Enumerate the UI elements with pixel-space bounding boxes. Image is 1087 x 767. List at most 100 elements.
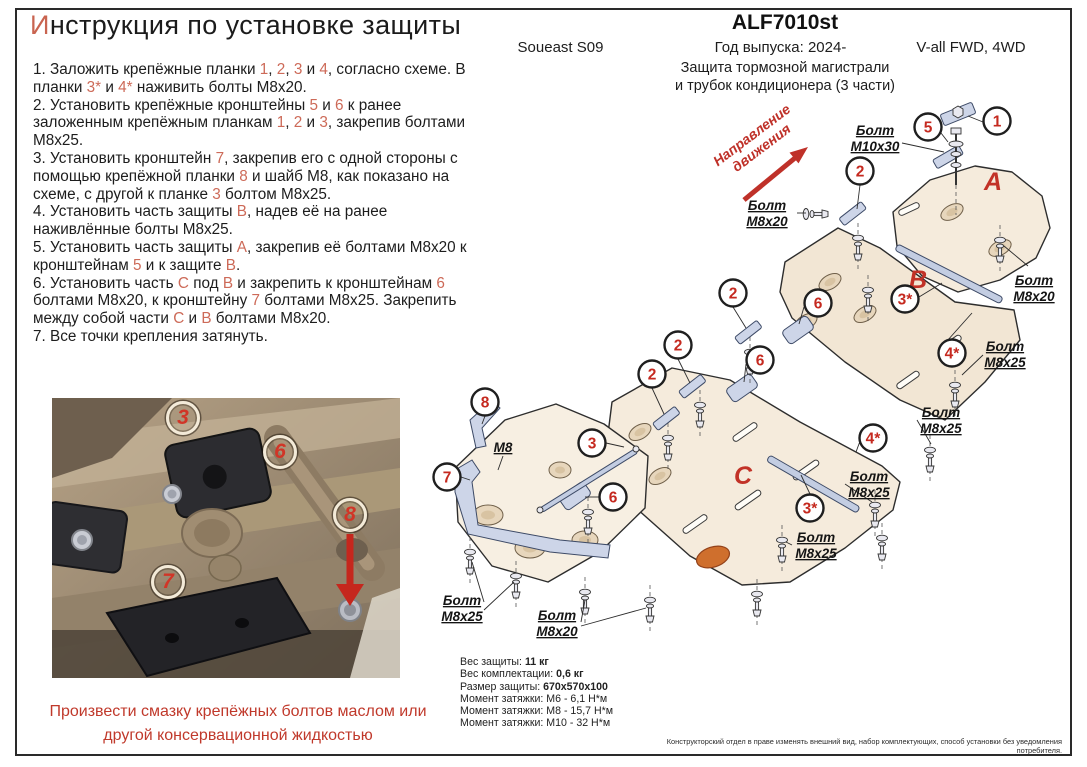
part-reference: 1: [276, 114, 286, 132]
part-reference: 8: [239, 167, 248, 185]
part-reference: 3*: [86, 78, 102, 96]
instruction-text: 2. Установить крепёжные кронштейны: [33, 96, 310, 114]
part-reference: 6: [436, 274, 445, 292]
instruction-text: болтами М8х20, к кронштейну: [33, 292, 252, 310]
photo-callout-7: 7: [151, 565, 185, 599]
photo-guard-plate: [105, 576, 312, 678]
rod-part3: [536, 445, 640, 514]
bolt-size-label: Болт: [856, 123, 894, 138]
bolt-size-label: M8x20: [536, 624, 578, 639]
instructions-list: 1. Заложить крепёжные планки 1, 2, 3 и 4…: [33, 61, 479, 346]
instruction-text: .: [236, 256, 241, 274]
part-reference: В: [236, 203, 247, 221]
bolt-size-label: Болт: [538, 608, 576, 623]
bolt-size-label: M8x25: [848, 485, 890, 500]
instruction-text: и шайб М8, как показано на схеме, с друг…: [33, 167, 450, 203]
photo-callout-3: 3: [166, 401, 200, 435]
spec-row: Момент затяжки: М10 - 32 Н*м: [460, 717, 613, 729]
instruction-text: наживить болты М8х20.: [132, 78, 307, 96]
diagram-callout-3: 3: [577, 428, 607, 458]
part-reference: 4: [319, 61, 328, 78]
part-reference: 2: [276, 61, 286, 78]
svg-text:7: 7: [443, 470, 452, 487]
bolt-size-label: Болт: [986, 339, 1024, 354]
part-reference: 3: [293, 61, 303, 78]
bolt-size-label: M8x25: [441, 609, 483, 624]
bolt-size-label: M8: [494, 440, 513, 455]
diagram-callout-6: 6: [803, 288, 833, 318]
part-reference: С: [177, 274, 189, 292]
svg-text:6: 6: [814, 296, 823, 313]
instruction-text: , надев её на ранее наживлённые болты М8…: [33, 203, 388, 239]
drivetrain-spec: V-all FWD, 4WD: [916, 39, 1026, 56]
diagram-callout-8: 8: [470, 387, 500, 417]
title-rest: нструкция по установке защиты: [49, 10, 462, 40]
manufacturer-disclaimer: Конструкторский отдел в праве изменять в…: [666, 737, 1062, 755]
spec-value: 670х570х100: [543, 680, 608, 693]
part-reference: 5: [309, 96, 318, 114]
svg-text:4*: 4*: [866, 431, 882, 448]
instruction-text: , согласно схеме. В планки: [33, 61, 466, 96]
plank-part1: [940, 102, 976, 126]
part-reference: 7: [215, 149, 225, 167]
instruction-item: 6. Установить часть С под В и закрепить …: [33, 275, 479, 328]
leader-lines: [460, 115, 1029, 627]
part-reference: В: [201, 310, 212, 328]
photo-down-arrow-icon: [336, 534, 364, 606]
bolt-size-label: M8x25: [795, 546, 837, 561]
diagram-callout-1: 1: [982, 106, 1012, 136]
diagram-callout-2: 2: [637, 359, 667, 389]
bolt-size-label: M8x25: [984, 355, 1026, 370]
instruction-item: 4. Установить часть защиты В, надев её н…: [33, 203, 479, 239]
mounting-strip-4star: [767, 455, 860, 513]
spec-label: Вес защиты:: [460, 656, 525, 668]
instruction-text: 6. Установить часть: [33, 274, 178, 292]
instruction-text: и: [302, 114, 320, 132]
plate-B: [779, 227, 1021, 421]
instruction-item: 2. Установить крепёжные кронштейны 5 и 6…: [33, 97, 479, 150]
instruction-text: и закрепить к кронштейнам: [233, 274, 437, 292]
svg-text:5: 5: [924, 120, 933, 137]
plate-A: [892, 165, 1051, 293]
instruction-text: , закрепив болтами М8х25.: [33, 114, 466, 150]
product-name-line1: Защита тормозной магистрали: [680, 60, 890, 76]
title-first-letter: И: [30, 10, 50, 40]
photo-callout-8: 8: [333, 498, 367, 532]
diagram-callout-4star: 4*: [858, 423, 888, 453]
instruction-text: 5. Установить часть защиты: [33, 238, 237, 256]
svg-text:3*: 3*: [898, 292, 914, 309]
bolt-size-label: M8x20: [746, 214, 788, 229]
svg-text:8: 8: [481, 395, 490, 412]
diagram-callout-5: 5: [913, 112, 943, 142]
bolt-size-label: M8x25: [920, 421, 962, 436]
instruction-text: и: [318, 96, 336, 114]
instruction-text: к ранее заложенным крепёжным планкам: [33, 96, 402, 132]
spec-value: М6 - 6,1 Н*м: [546, 692, 608, 705]
svg-text:2: 2: [729, 286, 738, 303]
spec-row: Вес комплектации: 0,6 кг: [460, 668, 613, 680]
spec-row: Размер защиты: 670х570х100: [460, 681, 613, 693]
instruction-text: ,: [285, 114, 294, 132]
plate-letter-C: C: [734, 462, 753, 490]
bolt-size-label: Болт: [1015, 273, 1053, 288]
bolt-size-label: M8x20: [1013, 289, 1055, 304]
instruction-item: 3. Установить кронштейн 7, закрепив его …: [33, 150, 479, 203]
plate-letter-A: A: [983, 168, 1002, 196]
spec-value: 11 кг: [524, 656, 549, 668]
bolt-size-label: Болт: [850, 469, 888, 484]
diagram-callout-6: 6: [598, 482, 628, 512]
instruction-text: и: [184, 310, 202, 328]
instruction-text: 7. Все точки крепления затянуть.: [33, 327, 268, 345]
spec-label: Размер защиты:: [460, 680, 544, 693]
spec-row: Момент затяжки: М8 - 15,7 Н*м: [460, 705, 613, 717]
diagram-callout-6: 6: [745, 345, 775, 375]
photo-art: [52, 398, 400, 678]
instruction-text: , закрепив её болтами М8х20 к кронштейна…: [33, 238, 467, 274]
brand-logo-oval: [695, 545, 731, 569]
part-reference: 3: [319, 114, 328, 132]
spec-label: Момент затяжки:: [460, 717, 547, 730]
instruction-item: 7. Все точки крепления затянуть.: [33, 328, 479, 346]
